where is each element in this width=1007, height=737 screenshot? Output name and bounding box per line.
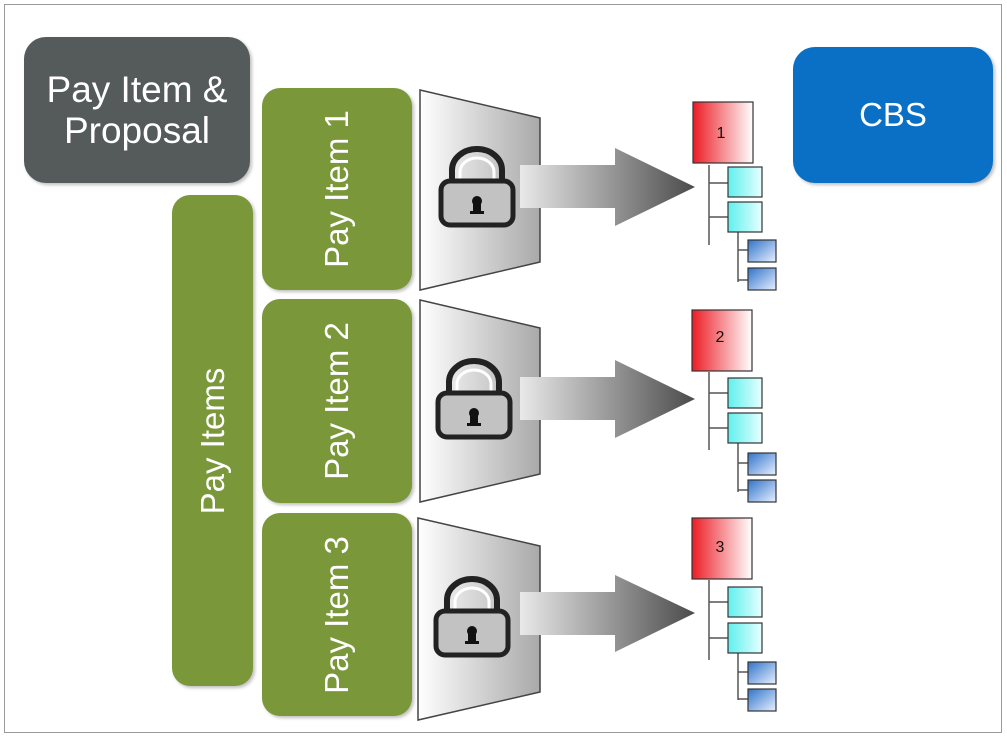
cbs-leaf-node (747, 688, 777, 712)
funnel-group-1 (419, 89, 695, 291)
pay-item-proposal-box: Pay Item & Proposal (24, 37, 250, 183)
cbs-root-node-1 (692, 101, 754, 164)
proposal-title-line-1: Pay Item & (46, 69, 228, 110)
lock-icon (438, 146, 516, 228)
cbs-child-node (727, 412, 763, 444)
cbs-child-node (727, 622, 763, 654)
funnel-group-2 (419, 299, 695, 503)
funnel-group-3 (417, 517, 695, 721)
arrow-2 (520, 360, 695, 438)
cbs-leaf-node (747, 267, 777, 291)
pay-item-1-box: Pay Item 1 (262, 88, 412, 290)
cbs-child-node (727, 166, 763, 198)
cbs-tree-3: 3 (691, 517, 777, 712)
cbs-leaf-node (747, 239, 777, 263)
cbs-label: CBS (859, 96, 927, 133)
cbs-root-label-1: 1 (717, 125, 726, 142)
cbs-box: CBS (793, 47, 993, 183)
cbs-root-node-3 (691, 517, 753, 580)
lock-icon (433, 576, 511, 658)
arrow-3 (520, 575, 695, 652)
arrow-1 (520, 148, 695, 226)
cbs-leaf-node (747, 452, 777, 476)
cbs-child-node (727, 586, 763, 618)
cbs-root-label-3: 3 (716, 539, 725, 556)
cbs-root-label-2: 2 (716, 329, 725, 346)
lock-icon (435, 358, 513, 440)
cbs-tree-1: 1 (692, 101, 777, 291)
proposal-title-line-2: Proposal (63, 110, 210, 151)
pay-items-box: Pay Items (172, 195, 253, 686)
cbs-leaf-node (747, 479, 777, 503)
cbs-leaf-node (747, 661, 777, 685)
pay-item-3-box: Pay Item 3 (262, 513, 412, 716)
pay-item-2-box: Pay Item 2 (262, 299, 412, 503)
cbs-tree-2: 2 (691, 309, 777, 503)
cbs-child-node (727, 201, 763, 233)
cbs-root-node-2 (691, 309, 753, 372)
cbs-child-node (727, 377, 763, 409)
